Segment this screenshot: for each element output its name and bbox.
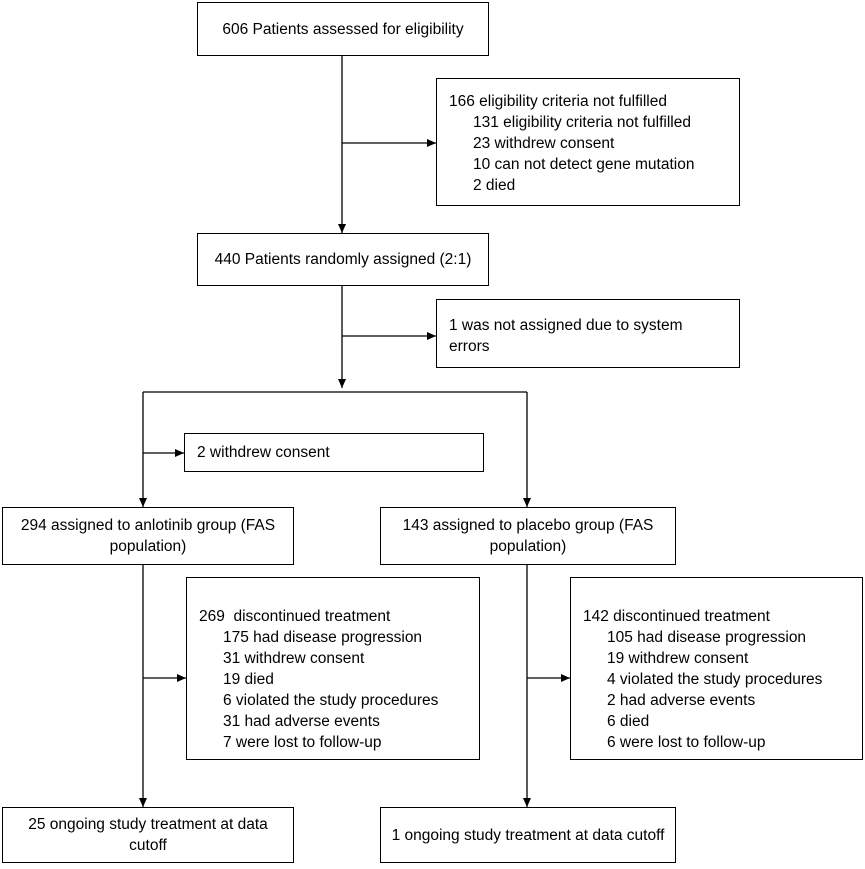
anlotinib-discontinued-box: 269 discontinued treatment 175 had disea… bbox=[186, 577, 480, 760]
placebo-ongoing-text: 1 ongoing study treatment at data cutoff bbox=[391, 826, 665, 844]
excluded-item: 131 eligibility criteria not fulfilled bbox=[473, 114, 691, 131]
anlotinib-discontinued-item: 19 died bbox=[223, 671, 274, 688]
excluded-title: 166 eligibility criteria not fulfilled bbox=[449, 93, 667, 110]
placebo-box: 143 assigned to placebo group (FAS popul… bbox=[380, 507, 676, 565]
placebo-discontinued-item: 2 had adverse events bbox=[607, 692, 756, 709]
anlotinib-discontinued-item: 7 were lost to follow-up bbox=[223, 734, 382, 751]
anlotinib-discontinued-item: 31 withdrew consent bbox=[223, 650, 365, 667]
placebo-discontinued-item: 6 died bbox=[607, 713, 650, 730]
anlotinib-discontinued-title: 269 discontinued treatment bbox=[199, 608, 391, 625]
placebo-discontinued-item: 4 violated the study procedures bbox=[607, 671, 823, 688]
not-assigned-box: 1 was not assigned due to system errors bbox=[436, 299, 740, 368]
randomized-text: 440 Patients randomly assigned (2:1) bbox=[214, 251, 472, 268]
placebo-discontinued-title: 142 discontinued treatment bbox=[583, 608, 770, 625]
anlotinib-discontinued-item: 31 had adverse events bbox=[223, 713, 380, 730]
anlotinib-text: 294 assigned to anlotinib group (FAS pop… bbox=[20, 517, 276, 555]
placebo-discontinued-item: 105 had disease progression bbox=[607, 629, 807, 646]
anlotinib-ongoing-box: 25 ongoing study treatment at data cutof… bbox=[2, 807, 294, 863]
randomized-box: 440 Patients randomly assigned (2:1) bbox=[197, 233, 489, 286]
excluded-item: 10 can not detect gene mutation bbox=[473, 156, 695, 173]
withdrew-text: 2 withdrew consent bbox=[197, 444, 330, 461]
anlotinib-discontinued-item: 6 violated the study procedures bbox=[223, 692, 439, 709]
placebo-discontinued-item: 6 were lost to follow-up bbox=[607, 734, 766, 751]
assessed-box: 606 Patients assessed for eligibility bbox=[197, 2, 489, 56]
not-assigned-text: 1 was not assigned due to system errors bbox=[449, 317, 683, 355]
withdrew-box: 2 withdrew consent bbox=[184, 433, 484, 472]
excluded-box: 166 eligibility criteria not fulfilled 1… bbox=[436, 78, 740, 206]
placebo-text: 143 assigned to placebo group (FAS popul… bbox=[402, 517, 654, 555]
anlotinib-ongoing-text: 25 ongoing study treatment at data cutof… bbox=[28, 816, 268, 854]
assessed-text: 606 Patients assessed for eligibility bbox=[222, 20, 464, 38]
excluded-item: 23 withdrew consent bbox=[473, 135, 615, 152]
placebo-discontinued-box: 142 discontinued treatment 105 had disea… bbox=[570, 577, 863, 760]
placebo-ongoing-box: 1 ongoing study treatment at data cutoff bbox=[380, 807, 676, 863]
excluded-item: 2 died bbox=[473, 177, 516, 194]
anlotinib-discontinued-item: 175 had disease progression bbox=[223, 629, 423, 646]
anlotinib-box: 294 assigned to anlotinib group (FAS pop… bbox=[2, 507, 294, 565]
placebo-discontinued-item: 19 withdrew consent bbox=[607, 650, 749, 667]
